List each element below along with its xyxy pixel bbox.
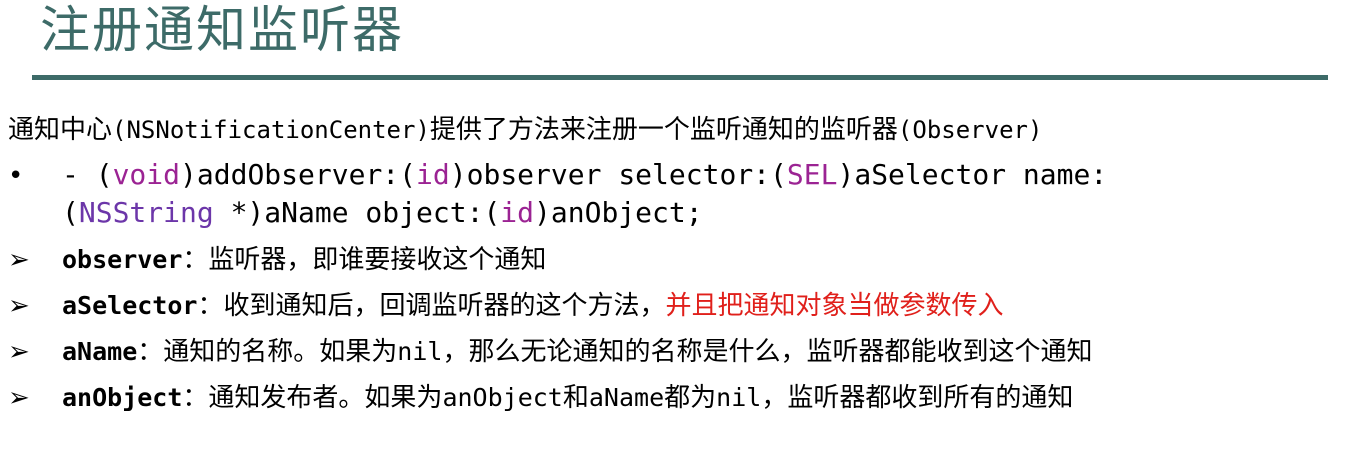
param-name: observer [62, 245, 183, 274]
arrow-bullet-icon: ➢ [8, 383, 30, 413]
param-anobject: anObject：通知发布者。如果为anObject和aName都为nil，监听… [62, 383, 1074, 413]
keyword-id: id [500, 196, 535, 229]
slide-title: 注册通知监听器 [40, 1, 404, 59]
keyword-sel: SEL [786, 158, 838, 191]
param-name: aName [62, 337, 138, 366]
intro-text-1: 通知中心 [8, 115, 113, 145]
intro-observer-term: (Observer) [897, 116, 1043, 144]
intro-class-name: (NSNotificationCenter) [112, 116, 430, 144]
intro-paragraph: 通知中心(NSNotificationCenter)提供了方法来注册一个监听通知… [8, 112, 1042, 148]
keyword-void: void [112, 158, 181, 191]
intro-text-2: 提供了方法来注册一个监听通知的监听器 [429, 115, 898, 145]
param-aname: aName：通知的名称。如果为nil，那么无论通知的名称是什么，监听器都能收到这… [62, 337, 1093, 367]
highlight-text: 并且把通知对象当做参数传入 [665, 291, 1004, 321]
title-divider [32, 75, 1328, 80]
arrow-bullet-icon: ➢ [8, 245, 30, 275]
param-observer: observer：监听器，即谁要接收这个通知 [62, 245, 547, 275]
arrow-bullet-icon: ➢ [8, 337, 30, 367]
arrow-bullet-icon: ➢ [8, 291, 30, 321]
method-signature-line-1: - (void)addObserver:(id)observer selecto… [62, 158, 1108, 191]
param-aselector: aSelector：收到通知后，回调监听器的这个方法，并且把通知对象当做参数传入 [62, 291, 1004, 321]
keyword-id: id [416, 158, 450, 191]
method-bullet: • [8, 161, 24, 191]
param-name: anObject [62, 383, 183, 412]
param-name: aSelector [62, 291, 198, 320]
method-signature-line-2: (NSString *)aName object:(id)anObject; [62, 196, 703, 229]
type-nsstring: NSString [78, 196, 214, 229]
